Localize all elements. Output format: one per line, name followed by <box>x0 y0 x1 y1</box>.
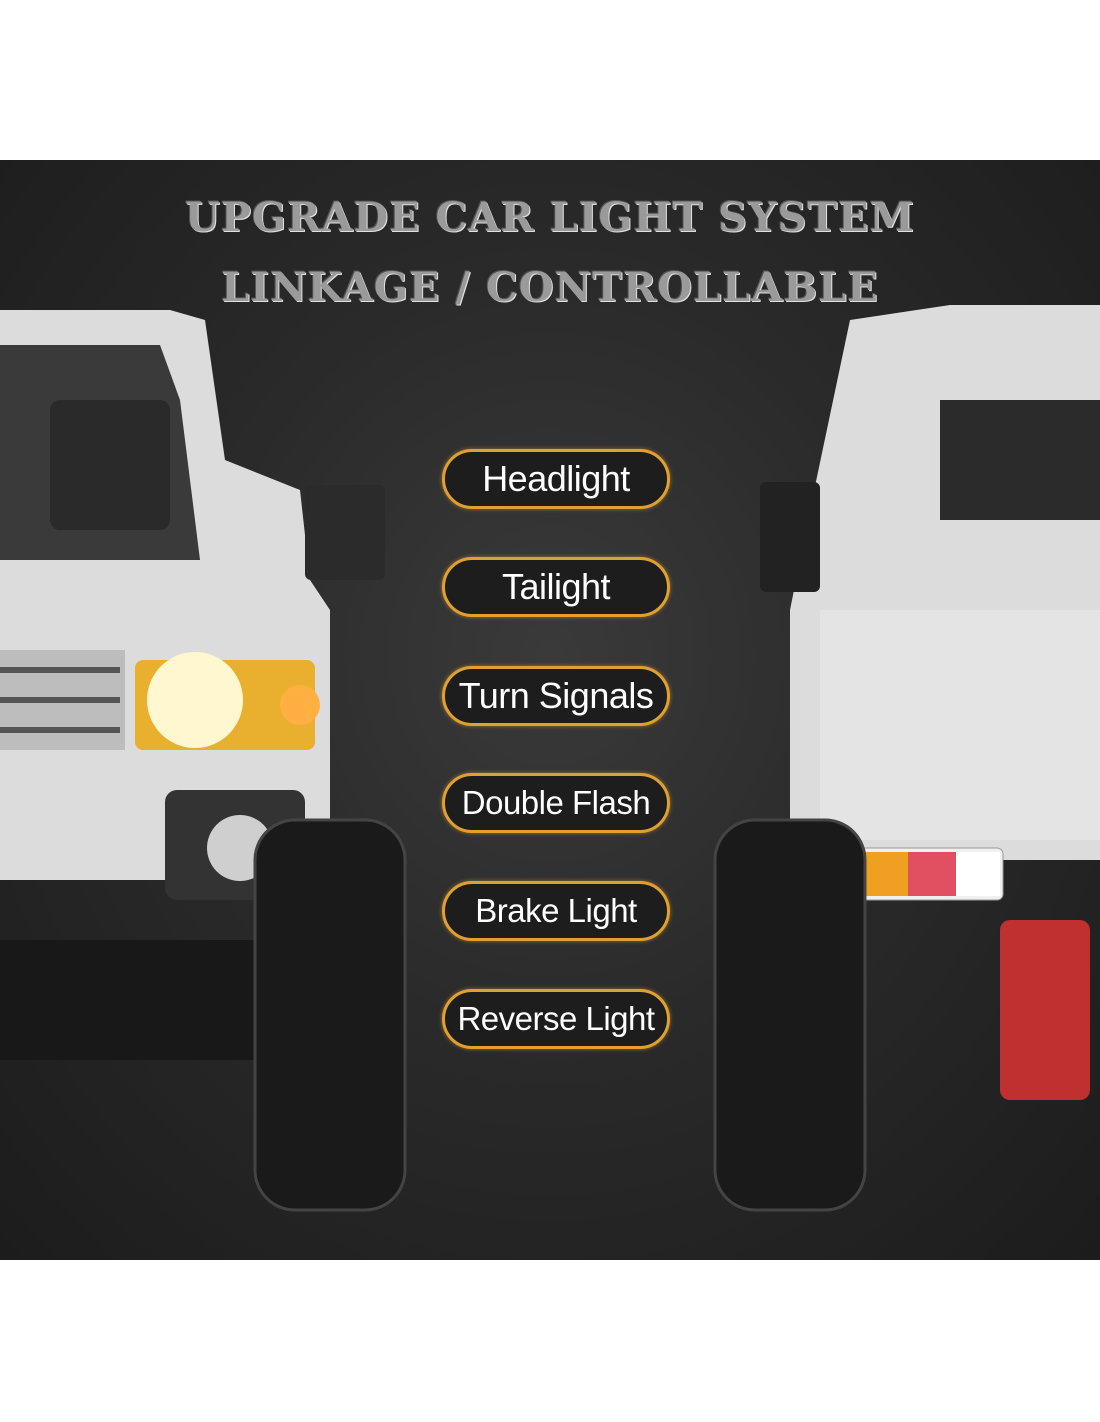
feature-tailight: Tailight <box>442 557 670 617</box>
feature-turn-signals: Turn Signals <box>442 666 670 726</box>
feature-reverse-light: Reverse Light <box>442 989 670 1049</box>
product-banner: UPGRADE CAR LIGHT SYSTEM LINKAGE / CONTR… <box>0 160 1100 1260</box>
headline-line-1: UPGRADE CAR LIGHT SYSTEM <box>185 194 915 241</box>
headline-line-2: LINKAGE / CONTROLLABLE <box>221 264 879 311</box>
feature-headlight: Headlight <box>442 449 670 509</box>
front-truck-image <box>0 310 407 1212</box>
feature-double-flash: Double Flash <box>442 773 670 833</box>
rear-truck-image <box>713 305 1100 1212</box>
feature-brake-light: Brake Light <box>442 881 670 941</box>
